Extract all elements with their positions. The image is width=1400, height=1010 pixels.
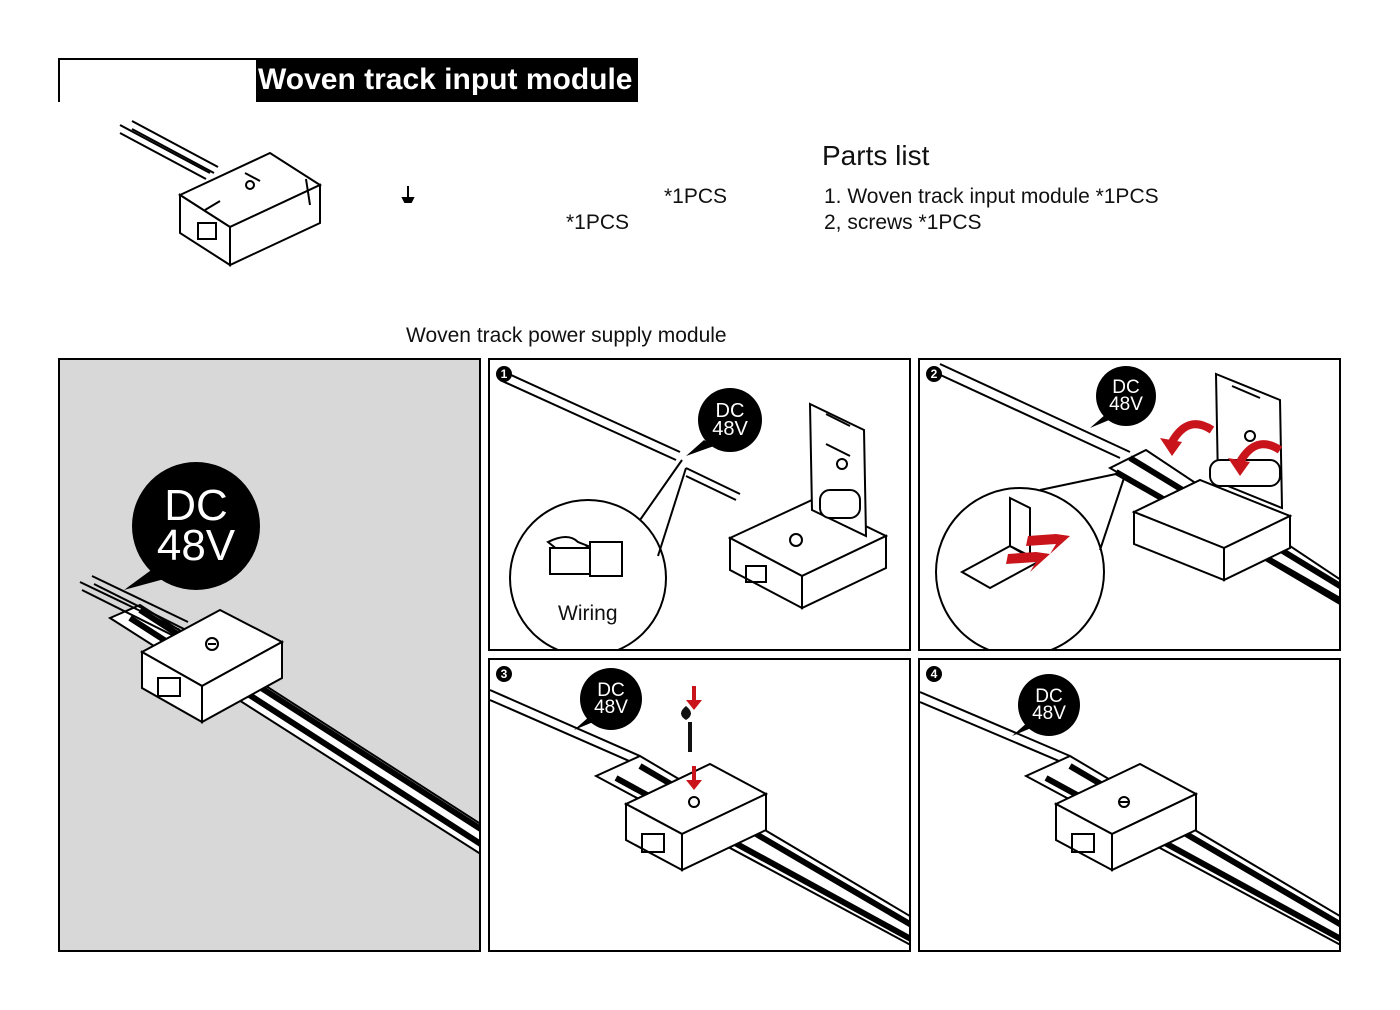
step-1-voltage-bubble: DC 48V [698, 388, 762, 452]
step-2-bubble-tail [1090, 414, 1114, 428]
step-2-number: 2 [926, 366, 942, 382]
step-2-illustration [933, 363, 1339, 649]
step-2-panel: 2 DC 48V [918, 358, 1341, 651]
overview-panel: DC 48V [58, 358, 481, 952]
section-label: Woven track power supply module [406, 324, 727, 347]
step-4-number: 4 [926, 666, 942, 682]
step-4-panel: 4 DC 48V [918, 658, 1341, 952]
title-bar-top-line [58, 58, 258, 60]
step-2-bubble-line1: DC [1112, 376, 1140, 398]
overview-bubble-tail [124, 568, 168, 590]
step-4-illustration [920, 691, 1339, 946]
parts-list-item-1: 1. Woven track input module *1PCS [824, 185, 1159, 208]
parts-list-title: Parts list [822, 140, 930, 171]
step-4-bubble-line1: DC [1035, 685, 1063, 707]
step-3-number: 3 [496, 666, 512, 682]
step-1-bubble-tail [686, 440, 714, 456]
step-3-bubble-line2: 48V [594, 697, 628, 718]
step-1-number: 1 [496, 366, 512, 382]
overview-illustration [79, 575, 479, 855]
step-1-wiring-label: Wiring [558, 602, 618, 625]
title-bar-background [256, 58, 638, 102]
title-bar-left-line [58, 58, 60, 102]
page-title: Woven track input module [258, 63, 633, 96]
input-module-illustration [119, 120, 323, 267]
step-3-bubble-line1: DC [597, 679, 625, 701]
step-1-panel: 1 DC 48V Wiring [488, 358, 911, 651]
parts-list-item-2: 2, screws *1PCS [824, 211, 982, 234]
step-2-voltage-bubble: DC 48V [1096, 366, 1156, 426]
step-3-panel: 3 DC 48V [488, 658, 911, 952]
step-3-bubble-tail [574, 716, 598, 730]
step-3-illustration [490, 686, 909, 946]
screw-icon [401, 186, 415, 203]
screw-pcs-label: *1PCS [664, 185, 728, 208]
step-1-illustration [499, 369, 889, 649]
overview-bubble-line1: DC [164, 480, 228, 530]
step-1-bubble-line2: 48V [712, 418, 748, 440]
overview-bubble-line2: 48V [156, 521, 236, 570]
step-1-bubble-line1: DC [715, 399, 745, 422]
step-2-bubble-line2: 48V [1109, 394, 1143, 415]
title-bar [58, 58, 638, 102]
step-4-bubble-tail [1012, 722, 1036, 736]
step-4-bubble-line2: 48V [1032, 703, 1066, 724]
module-pcs-label: *1PCS [566, 211, 630, 234]
